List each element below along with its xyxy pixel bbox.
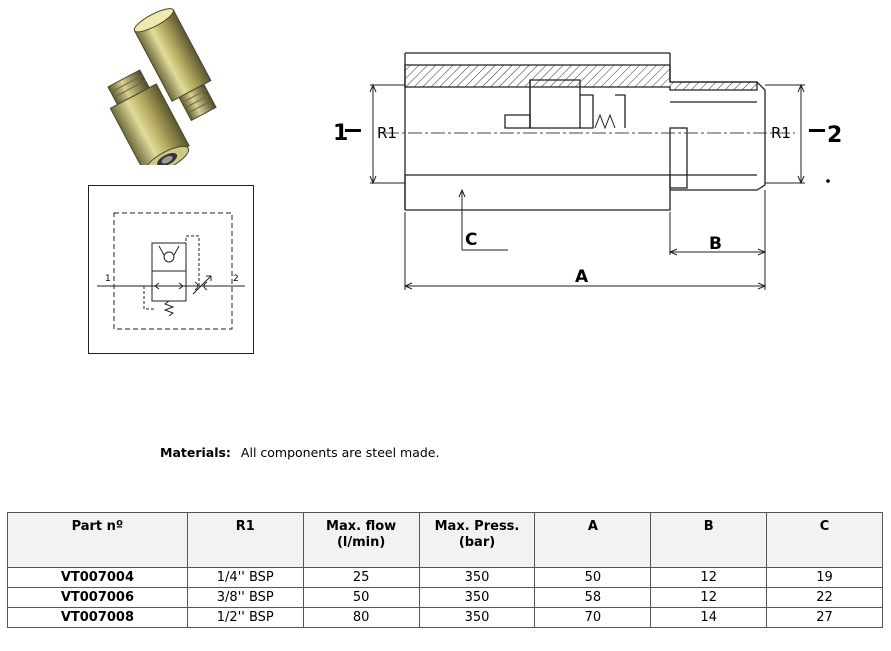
table-row: VT007008 1/2'' BSP 80 350 70 14 27: [7, 607, 883, 628]
cell-max-press: 350: [418, 607, 536, 628]
header-b: B: [650, 512, 768, 568]
header-max-flow: Max. flow (l/min): [302, 512, 420, 568]
table-row: VT007004 1/4'' BSP 25 350 50 12 19: [7, 567, 883, 588]
header-a: A: [534, 512, 652, 568]
port-2-label: 2: [827, 123, 842, 148]
cell-max-flow: 80: [302, 607, 420, 628]
cell-part-no: VT007006: [7, 587, 188, 608]
cell-part-no: VT007004: [7, 567, 188, 588]
materials-text: All components are steel made.: [240, 445, 440, 460]
section-drawing: 1 2 R1 R1 C B A: [333, 52, 842, 290]
header-max-press: Max. Press. (bar): [418, 512, 536, 568]
port-1-label: 1: [333, 121, 348, 146]
cell-a: 70: [534, 607, 652, 628]
symbol-port-2: 2: [233, 274, 239, 284]
cell-a: 50: [534, 567, 652, 588]
cell-c: 22: [766, 587, 883, 608]
materials-line: Materials: All components are steel made…: [160, 445, 439, 460]
header-c: C: [766, 512, 883, 568]
spec-table: Part nº R1 Max. flow (l/min) Max. Press.…: [7, 512, 883, 628]
header-part-no: Part nº: [7, 512, 188, 568]
cell-c: 27: [766, 607, 883, 628]
symbol-port-1: 1: [105, 274, 111, 284]
cell-b: 12: [650, 587, 768, 608]
cell-r1: 1/2'' BSP: [186, 607, 304, 628]
cell-b: 12: [650, 567, 768, 588]
r1-right-label: R1: [771, 124, 791, 142]
header-r1: R1: [186, 512, 304, 568]
hydraulic-symbol: 1 2: [88, 185, 254, 354]
cell-max-flow: 25: [302, 567, 420, 588]
cell-r1: 1/4'' BSP: [186, 567, 304, 588]
cell-a: 58: [534, 587, 652, 608]
cell-max-press: 350: [418, 567, 536, 588]
cell-part-no: VT007008: [7, 607, 188, 628]
product-photo: [107, 8, 217, 165]
dim-c-label: C: [465, 230, 477, 250]
table-row: VT007006 3/8'' BSP 50 350 58 12 22: [7, 587, 883, 608]
r1-left-label: R1: [377, 124, 397, 142]
cell-max-press: 350: [418, 587, 536, 608]
cell-c: 19: [766, 567, 883, 588]
table-header-row: Part nº R1 Max. flow (l/min) Max. Press.…: [7, 512, 883, 568]
dim-b-label: B: [709, 234, 722, 254]
materials-label: Materials:: [160, 445, 231, 460]
cell-max-flow: 50: [302, 587, 420, 608]
dim-a-label: A: [575, 267, 589, 287]
cell-b: 14: [650, 607, 768, 628]
cell-r1: 3/8'' BSP: [186, 587, 304, 608]
